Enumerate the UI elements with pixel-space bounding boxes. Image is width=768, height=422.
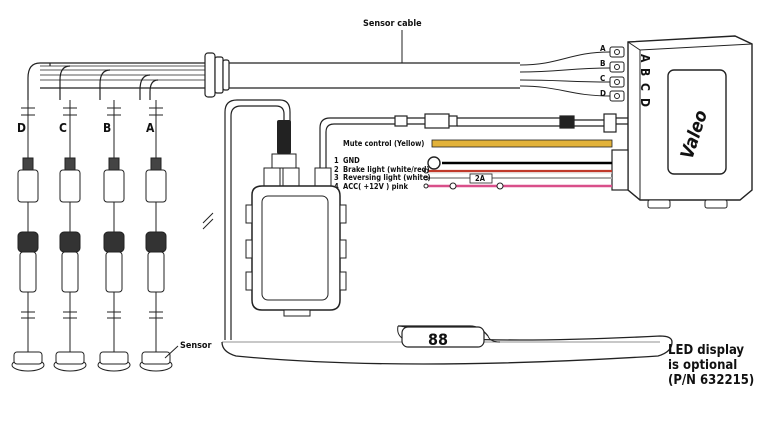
led-display-note-line2: is optional (668, 358, 737, 373)
gnd-ring-terminal (427, 156, 441, 170)
cable-grommet (204, 52, 230, 98)
wire-label-acc: ACC( +12V ) pink (343, 182, 409, 191)
led-display-digits: 88 (428, 330, 448, 349)
control-unit-cable-plug (277, 120, 291, 154)
wire-label-gnd: GND (343, 156, 360, 165)
sensor-cable-label: Sensor cable (363, 19, 422, 29)
fuse-label: 2A (475, 174, 486, 183)
led-display-note-line3: (P/N 632215) (668, 373, 754, 388)
bracket-lines (202, 212, 214, 230)
sensor-c (53, 100, 87, 372)
wire-num-1: 1 (334, 156, 339, 165)
wire-label-brake: Brake light (white/red) (343, 165, 430, 174)
ecu-side-letter-b: B (638, 68, 652, 76)
power-harness-connector (611, 149, 629, 191)
fuse-holder (469, 173, 493, 184)
mute-control-label: Mute control (Yellow) (343, 139, 424, 148)
ecu-port-label-c: C (600, 74, 605, 83)
sensor-label: Sensor (180, 341, 211, 351)
ecu-port-label-b: B (600, 59, 605, 68)
valeo-logo-plate (667, 69, 727, 175)
sensor-column-label-a: A (146, 121, 155, 135)
led-display: 88 (221, 325, 673, 365)
ecu-side-letters: A B C D (638, 54, 652, 107)
ecu-port-label-a: A (600, 44, 606, 53)
sensor-column-label-c: C (59, 121, 67, 135)
sensor-cable-trunk (27, 62, 520, 100)
wire-num-2: 2 (334, 165, 339, 174)
sensor-a (139, 100, 173, 372)
sensor-pointer (164, 345, 179, 359)
display-cable (319, 113, 628, 200)
power-wires: 2A (423, 156, 612, 190)
ecu-side-letter-d: D (638, 98, 652, 107)
sensor-column-label-d: D (17, 121, 26, 135)
ecu-side-letter-c: C (638, 83, 652, 91)
svg-text:1: 1 (334, 156, 339, 165)
ecu-ports (609, 46, 625, 102)
ecu-port-wires (519, 51, 611, 97)
mute-control-wire (431, 139, 613, 148)
ecu-port-label-d: D (600, 89, 606, 98)
ecu-box: Valeo (627, 35, 753, 209)
control-unit (224, 99, 347, 340)
sensor-b (97, 100, 131, 372)
sensor-d (11, 100, 45, 372)
wire-num-3: 3 (334, 173, 339, 182)
sensor-assemblies (11, 100, 173, 372)
power-wire-labels: 1 GND 2 Brake light (white/red) 3 Revers… (334, 156, 431, 191)
wire-label-reversing: Reversing light (white) (343, 173, 431, 182)
led-display-note-line1: LED display (668, 343, 744, 358)
ecu-side-letter-a: A (638, 54, 652, 63)
wire-num-4: 4 (334, 182, 339, 191)
sensor-column-label-b: B (103, 121, 111, 135)
